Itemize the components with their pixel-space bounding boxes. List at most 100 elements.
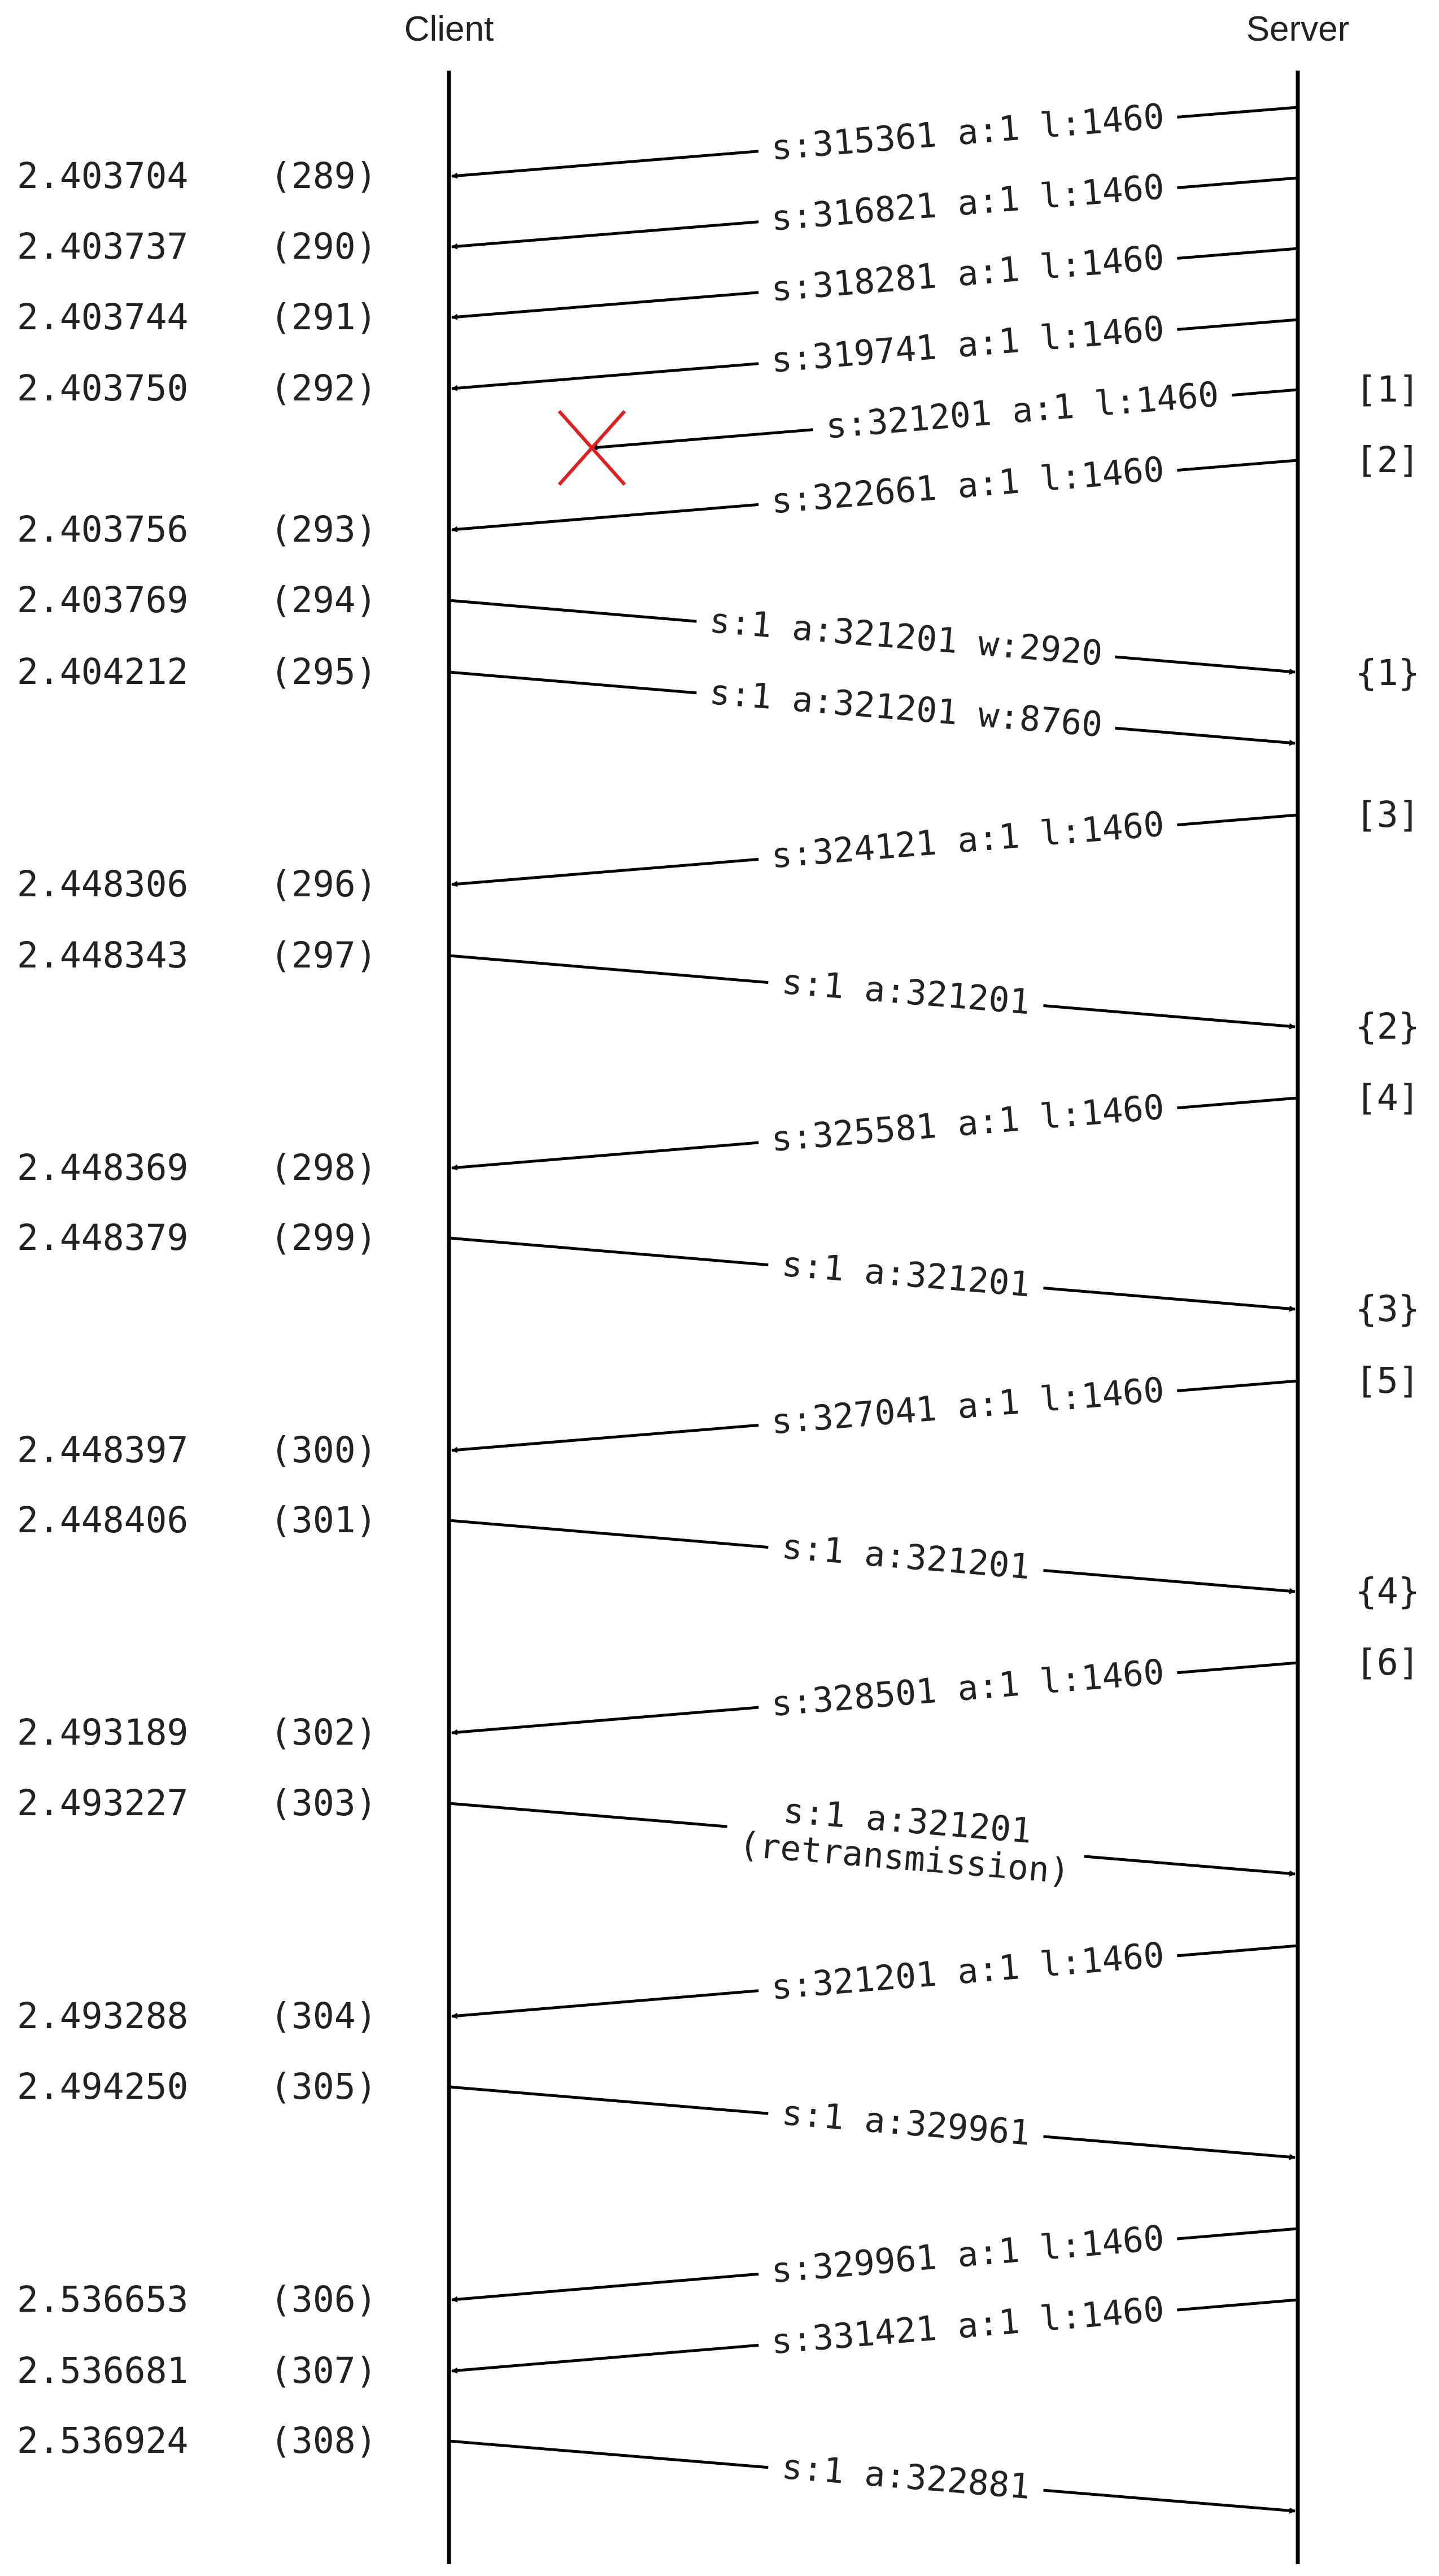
event-row: 2.448306 (296): [17, 864, 377, 905]
server-mark: [2]: [1355, 439, 1420, 481]
event-index: (300): [270, 1429, 377, 1471]
message-label-group: s:1 a:321201(retransmission): [724, 1788, 1088, 1895]
message-arrow: s:1 a:321201(retransmission): [448, 1788, 1296, 1895]
message-label: s:322661 a:1 l:1460: [770, 450, 1166, 522]
message-arrow: s:1 a:321201 w:8760: [448, 670, 1296, 749]
message-label: s:324121 a:1 l:1460: [770, 804, 1166, 877]
message-label: s:331421 a:1 l:1460: [770, 2289, 1166, 2362]
event-time: 2.403737: [17, 226, 188, 267]
label-backdrop: [757, 167, 1179, 242]
event-index: (303): [270, 1782, 377, 1824]
event-list: 2.403704 (289) 2.403737 (290) 2.403744 (291) 2…: [17, 155, 377, 2461]
server-mark: [4]: [1355, 1077, 1420, 1118]
message-label: s:1 a:321201 w:8760: [708, 672, 1104, 745]
event-index: (290): [270, 226, 377, 267]
event-row: 2.403704 (289): [17, 155, 377, 197]
message-label-group: s:328501 a:1 l:1460: [757, 1652, 1179, 1728]
event-row: 2.494250(305): [17, 2066, 377, 2107]
loss-cross-stroke: [557, 410, 626, 486]
server-mark: {4}: [1355, 1571, 1420, 1612]
label-backdrop: [766, 962, 1045, 1026]
label-backdrop: [757, 309, 1179, 384]
event-time: 2.493189: [17, 1712, 188, 1753]
server-mark: {2}: [1355, 1006, 1420, 1047]
message-label-group: s:1 a:321201 w:2920: [695, 600, 1117, 677]
event-time: 2.536653: [17, 2279, 188, 2320]
event-index: (308): [270, 2420, 377, 2461]
message-label: s:328501 a:1 l:1460: [770, 1652, 1166, 1724]
message-arrow: s:321201 a:1 l:1460: [451, 1935, 1298, 2019]
event-index: (289): [270, 155, 377, 197]
message-label: s:319741 a:1 l:1460: [770, 308, 1166, 380]
label-backdrop: [757, 1935, 1179, 2011]
event-row: 2.403756 (293): [17, 509, 377, 550]
client-header: Client: [404, 10, 494, 49]
label-backdrop: [811, 374, 1234, 450]
label-backdrop: [757, 1087, 1179, 1163]
message-label: s:329961 a:1 l:1460: [770, 2218, 1166, 2291]
message-label-group: s:331421 a:1 l:1460: [757, 2289, 1179, 2366]
event-index: (292): [270, 368, 377, 409]
event-time: 2.403756: [17, 509, 188, 550]
message-label-group: s:1 a:321201: [766, 1244, 1045, 1309]
server-mark: {3}: [1355, 1288, 1420, 1330]
label-backdrop: [757, 1652, 1179, 1728]
message-label-group: s:1 a:329961: [766, 2093, 1045, 2157]
event-index: (302): [270, 1712, 377, 1753]
event-row: 2.448406(301): [17, 1500, 377, 1541]
message-label-group: s:329961 a:1 l:1460: [757, 2218, 1179, 2295]
event-time: 2.403744: [17, 297, 188, 338]
event-row: 2.403769(294): [17, 579, 377, 621]
header-row: Client Server: [404, 10, 1350, 49]
event-time: 2.448397: [17, 1429, 188, 1471]
message-arrow: s:322661 a:1 l:1460: [451, 450, 1298, 533]
server-mark: [5]: [1355, 1360, 1420, 1401]
event-time: 2.494250: [17, 2066, 188, 2107]
message-label: s:321201 a:1 l:1460: [825, 374, 1220, 447]
event-index: (306): [270, 2279, 377, 2320]
message-arrow: s:315361 a:1 l:1460: [451, 96, 1298, 179]
message-arrow: s:319741 a:1 l:1460: [451, 308, 1298, 391]
event-time: 2.403704: [17, 155, 188, 197]
label-backdrop: [695, 673, 1117, 749]
server-mark-list: [1][2]{1}[3]{2}[4]{3}[5]{4}[6]: [1355, 369, 1420, 1683]
message-label-group: s:318281 a:1 l:1460: [757, 237, 1179, 313]
event-row: 2.493288(304): [17, 1995, 377, 2037]
message-label-group: s:1 a:321201 w:8760: [695, 672, 1117, 749]
label-backdrop: [766, 2447, 1045, 2510]
event-time: 2.448343: [17, 935, 188, 976]
event-row: 2.536653 (306): [17, 2279, 377, 2320]
server-mark: [1]: [1355, 369, 1420, 410]
message-label-group: s:1 a:322881: [766, 2447, 1045, 2510]
event-time: 2.536681: [17, 2350, 188, 2391]
event-index: (296): [270, 864, 377, 905]
event-time: 2.448306: [17, 864, 188, 905]
event-index: (304): [270, 1995, 377, 2037]
message-label-group: s:315361 a:1 l:1460: [757, 96, 1179, 172]
message-label-group: s:324121 a:1 l:1460: [757, 804, 1179, 880]
event-index: (291): [270, 297, 377, 338]
label-backdrop: [757, 2218, 1179, 2295]
message-label-group: s:319741 a:1 l:1460: [757, 308, 1179, 384]
message-label: s:315361 a:1 l:1460: [770, 96, 1166, 168]
label-backdrop: [757, 450, 1179, 525]
message-label-group: s:1 a:321201: [766, 1527, 1045, 1591]
message-label-group: s:322661 a:1 l:1460: [757, 450, 1179, 525]
message-label: s:327041 a:1 l:1460: [770, 1370, 1166, 1442]
message-arrow: s:328501 a:1 l:1460: [451, 1652, 1298, 1736]
event-time: 2.536924: [17, 2420, 188, 2461]
event-row: 2.403750(292): [17, 368, 377, 409]
message-label: s:316821 a:1 l:1460: [770, 167, 1166, 238]
message-arrow: s:327041 a:1 l:1460: [451, 1370, 1298, 1453]
event-row: 2.448379(299): [17, 1217, 377, 1258]
server-mark: [6]: [1355, 1642, 1420, 1683]
event-index: (293): [270, 509, 377, 550]
event-row: 2.448397 (300): [17, 1429, 377, 1471]
event-time: 2.448406: [17, 1500, 188, 1541]
event-index: (298): [270, 1147, 377, 1188]
server-mark: {1}: [1355, 652, 1420, 694]
message-label: s:1 a:321201 w:2920: [708, 600, 1104, 674]
event-row: 2.403737 (290): [17, 226, 377, 267]
